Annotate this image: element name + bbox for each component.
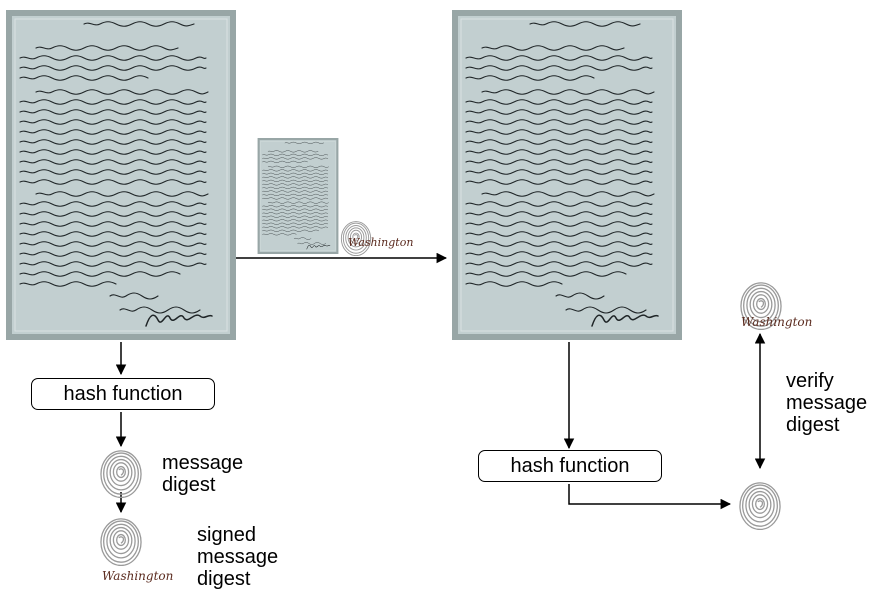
verify-label-line: verify [786,370,834,392]
right-hash-function-box: hash function [478,450,662,482]
verify-message-digest-label: verify message digest [786,370,867,436]
signed-label-line: signed [197,524,256,546]
verify-label-line: digest [786,414,840,436]
original-message-document [6,9,236,341]
received-signature: Washington [741,315,812,329]
arrow-hash-to-computed-digest [568,484,732,510]
message-digest-label: message digest [162,452,243,496]
signed-label-line: message [197,546,279,568]
left-hash-function-box: hash function [31,378,215,410]
middle-signature: Washington [348,236,413,249]
signed-message-thumbnail [257,138,339,254]
message-digest-label-line: digest [162,474,216,496]
signed-label-line: digest [197,568,251,590]
received-message-document [452,9,682,341]
signed-message-digest-label: signed message digest [197,524,278,590]
message-digest-label-line: message [162,452,244,474]
signed-digest-fingerprint-icon [100,518,142,566]
message-digest-fingerprint-icon [100,450,142,498]
signed-digest-signature: Washington [102,569,173,583]
computed-digest-fingerprint-icon [739,482,781,530]
verify-label-line: message [786,392,868,414]
